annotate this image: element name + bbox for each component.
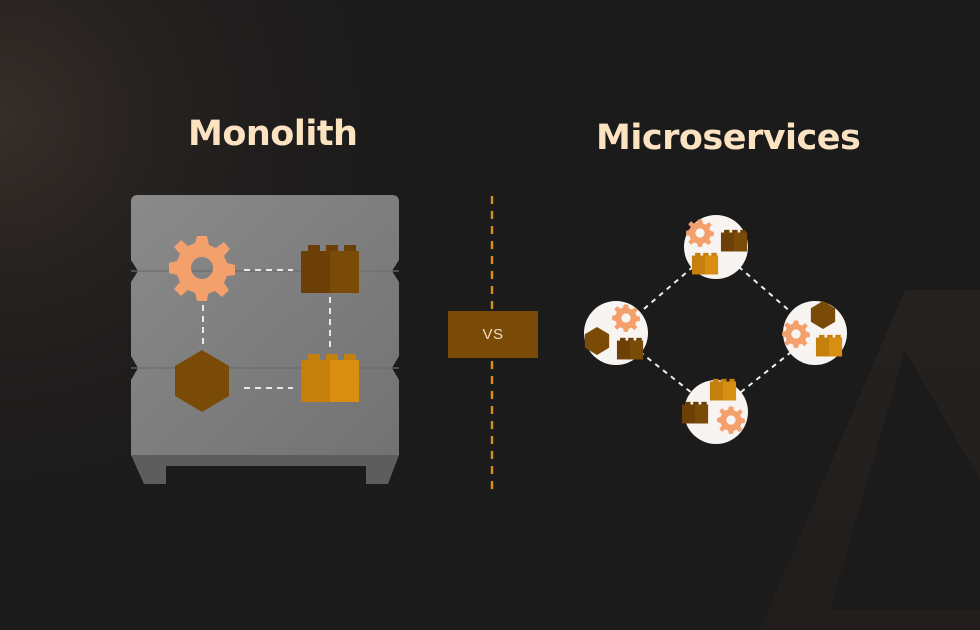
microservices-title: Microservices [596,118,861,158]
watermark-logo [760,290,980,630]
brick-icon [709,378,737,401]
service-node [584,301,648,365]
microservices-network [584,215,847,444]
service-node [681,378,748,444]
brick-icon [301,354,359,402]
brick-icon [616,337,644,360]
vs-label: VS [482,326,504,343]
brick-icon [681,401,709,424]
brick-icon [815,334,843,357]
service-node [782,301,847,365]
brick-icon [720,229,748,252]
monolith-body [131,195,399,456]
monolith-base [131,455,399,484]
monolith-title: Monolith [188,114,358,154]
vs-badge: VS [448,311,538,358]
monolith-block [131,195,399,484]
service-node [684,215,748,279]
brick-icon [691,252,719,275]
brick-icon [301,245,359,293]
